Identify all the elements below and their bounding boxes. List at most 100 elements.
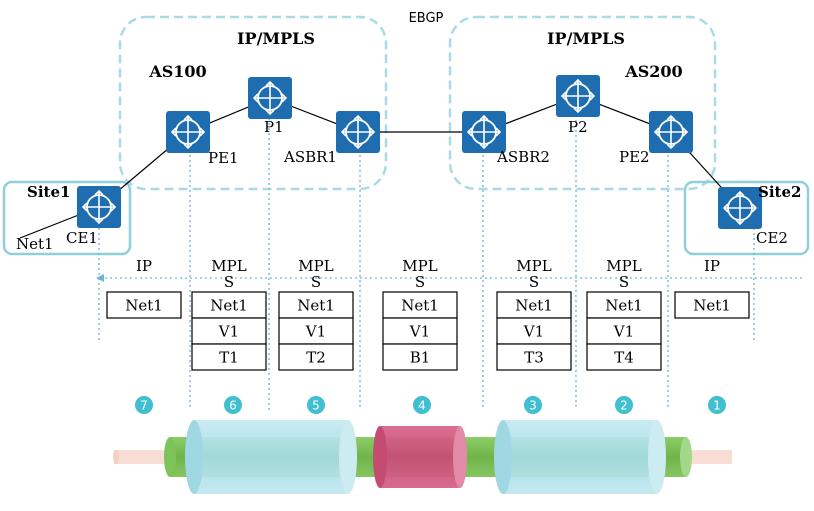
- router-asbr1[interactable]: [336, 111, 380, 153]
- router-icon: [466, 114, 502, 150]
- net1-label: Net1: [16, 235, 54, 253]
- step-number: 7: [140, 399, 148, 413]
- label-cell: [586, 343, 662, 371]
- label-cell-text: T2: [306, 349, 326, 367]
- router-icon: [653, 114, 689, 150]
- tunnel-pipe: [113, 420, 732, 494]
- router-icon: [252, 80, 288, 116]
- step-circle: [307, 396, 325, 414]
- router-pe1[interactable]: [166, 111, 210, 153]
- router-ce2[interactable]: [718, 187, 762, 229]
- step-circle: [413, 396, 431, 414]
- step-circle: [524, 396, 542, 414]
- segment-header-part: S: [311, 273, 321, 291]
- p2-label: P2: [568, 118, 588, 136]
- segment-header-part: MPL: [606, 257, 641, 275]
- step-number: 3: [529, 399, 537, 413]
- pipe-pink-cap-r: [453, 426, 467, 488]
- step-circle: [615, 396, 633, 414]
- pipe-cyan-left-cap-r: [339, 420, 357, 494]
- pe1-label: PE1: [208, 149, 239, 167]
- router-p2[interactable]: [556, 75, 600, 117]
- segment-header-part: S: [529, 273, 539, 291]
- label-cell: [278, 317, 354, 345]
- label-cell-text: V1: [613, 323, 634, 341]
- label-cell-text: T3: [524, 349, 544, 367]
- pipe-cyan-left-cap-l: [185, 420, 203, 494]
- label-cell-text: V1: [305, 323, 326, 341]
- site1-box: [2, 180, 132, 256]
- segment-header: IP: [136, 257, 152, 275]
- label-cell-text: Net1: [125, 297, 163, 315]
- step-marker: 3: [524, 396, 542, 414]
- as100-ipmpls-label: IP/MPLS: [237, 29, 315, 48]
- label-cell: [191, 317, 267, 345]
- label-cell: [191, 343, 267, 371]
- label-cell-text: V1: [409, 323, 430, 341]
- label-cell: [382, 317, 458, 345]
- router-p1[interactable]: [248, 77, 292, 119]
- segment-header-part: MPL: [402, 257, 437, 275]
- router-icon: [722, 190, 758, 226]
- label-cell: [586, 317, 662, 345]
- label-cell: [382, 291, 458, 319]
- segment-header-part: MPL: [211, 257, 246, 275]
- label-cell: [496, 317, 572, 345]
- asbr1-label: ASBR1: [283, 148, 337, 166]
- label-cell-text: Net1: [515, 297, 553, 315]
- pipe-green-left-cap: [164, 437, 176, 477]
- router-pe2[interactable]: [649, 111, 693, 153]
- label-cell-text: Net1: [605, 297, 643, 315]
- site2-label: Site2: [758, 183, 801, 201]
- pipe-outer-left-cap: [113, 450, 119, 464]
- label-cell-text: T1: [219, 349, 239, 367]
- segment-header: IP: [704, 257, 720, 275]
- pipe-pink: [380, 426, 460, 488]
- step-marker: 6: [224, 396, 242, 414]
- pipe-pink-cap-l: [373, 426, 387, 488]
- router-asbr2[interactable]: [462, 111, 506, 153]
- arrowhead: [96, 274, 104, 282]
- label-cell-text: Net1: [401, 297, 439, 315]
- p1-label: P1: [264, 118, 284, 136]
- label-cell: [382, 343, 458, 371]
- pe2-label: PE2: [619, 148, 650, 166]
- label-cell: [674, 291, 750, 319]
- label-cell: [278, 343, 354, 371]
- pipe-cyan-right-cap-r: [648, 420, 666, 494]
- step-number: 2: [620, 399, 628, 413]
- router-icon: [560, 78, 596, 114]
- step-marker: 2: [615, 396, 633, 414]
- as200-label: AS200: [624, 62, 682, 81]
- step-number: 4: [418, 399, 426, 413]
- pipe-green-right-cap: [680, 437, 692, 477]
- step-number: 1: [713, 399, 721, 413]
- ce1-label: CE1: [66, 229, 98, 247]
- as100-label: AS100: [148, 62, 206, 81]
- step-circle: [135, 396, 153, 414]
- router-icon: [81, 189, 117, 225]
- label-cell-text: V1: [523, 323, 544, 341]
- step-number: 6: [229, 399, 237, 413]
- step-marker: 4: [413, 396, 431, 414]
- pipe-outer-right: [680, 450, 732, 464]
- segment-header-part: MPL: [298, 257, 333, 275]
- pipe-cyan-right: [503, 420, 657, 494]
- as200-ipmpls-label: IP/MPLS: [547, 29, 625, 48]
- step-marker: 1: [708, 396, 726, 414]
- segment-header-part: S: [224, 273, 234, 291]
- label-cell-text: Net1: [210, 297, 248, 315]
- router-ce1[interactable]: [77, 186, 121, 228]
